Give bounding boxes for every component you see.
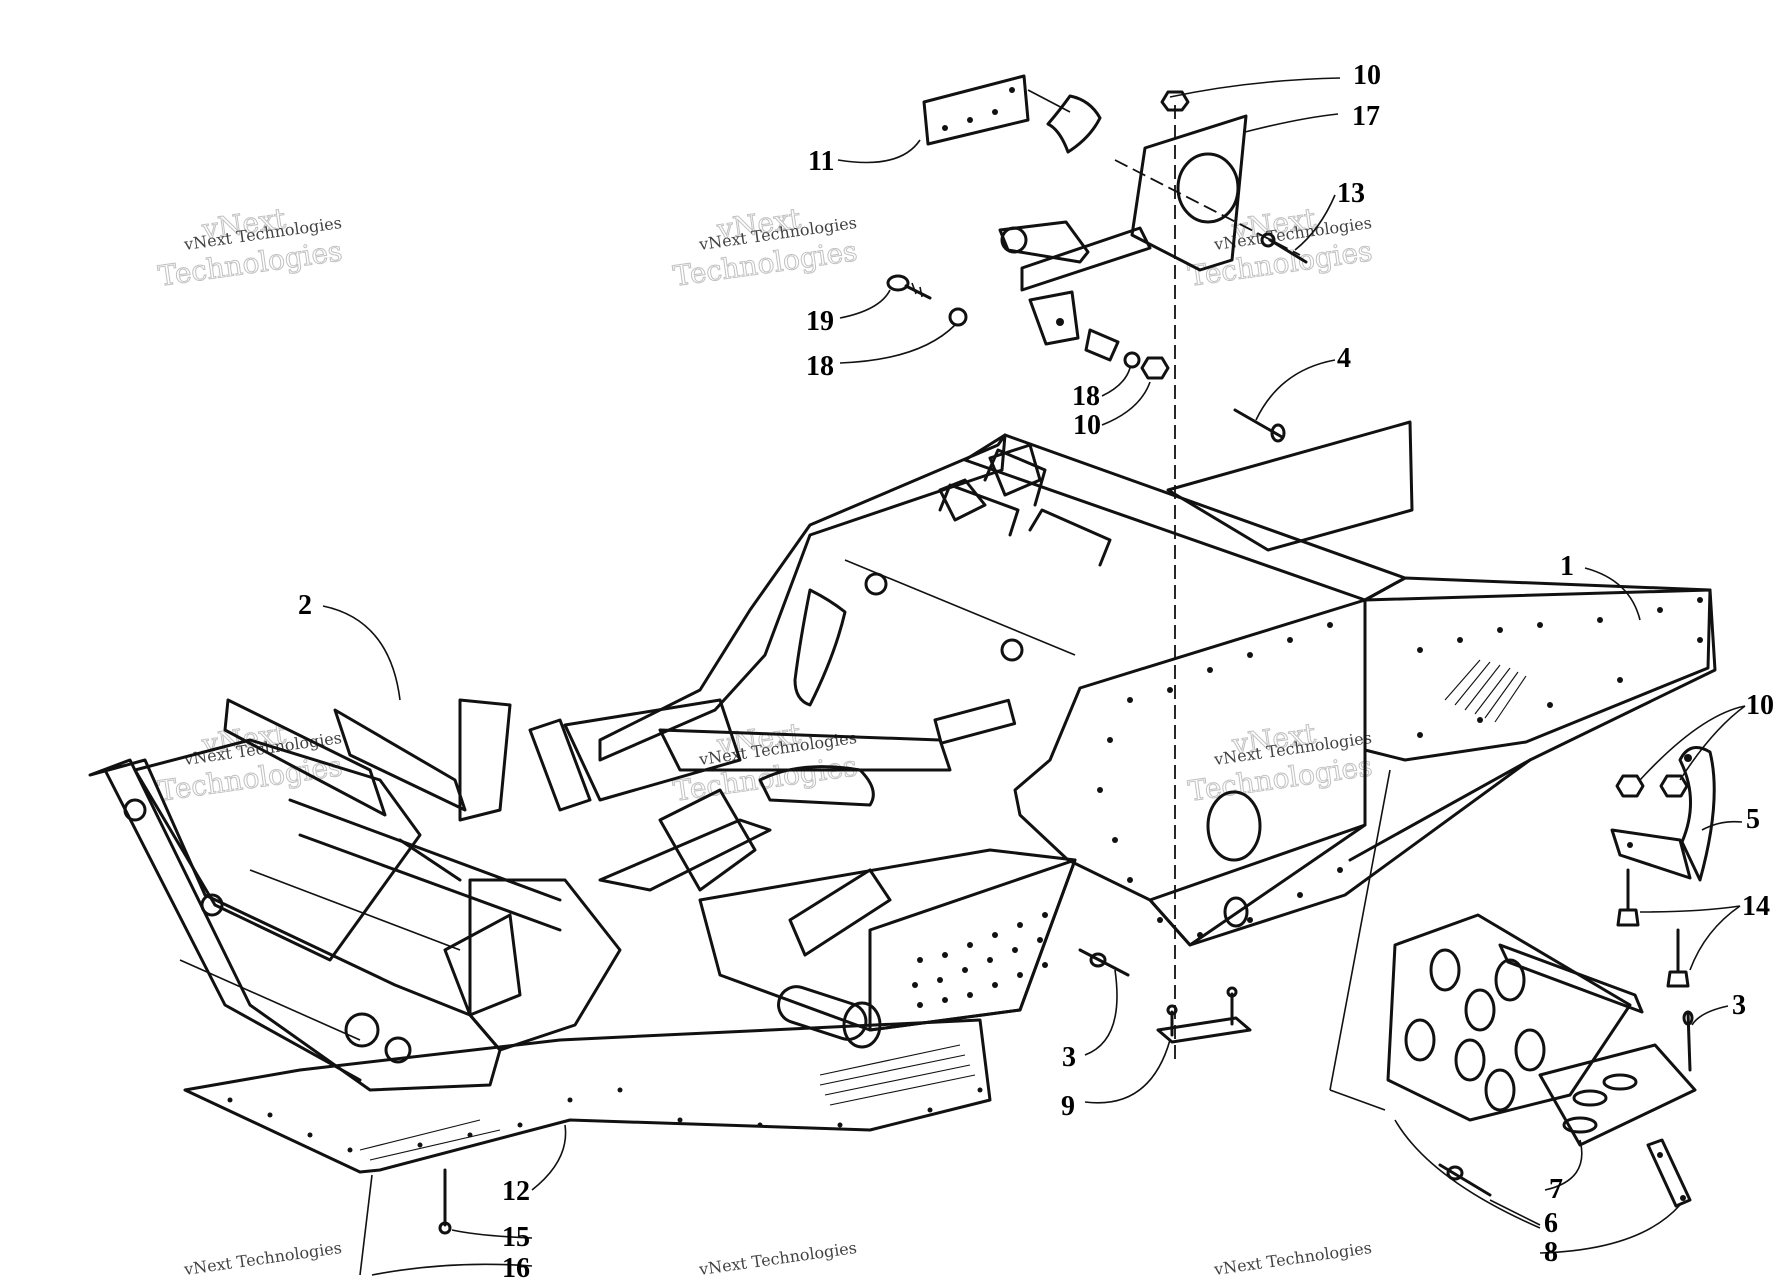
svg-text:vNext Technologies: vNext Technologies <box>1212 1238 1373 1279</box>
callout-15: 15 <box>502 1222 530 1253</box>
bolt-19 <box>886 274 932 300</box>
callout-10: 10 <box>1353 60 1381 91</box>
shim-plate <box>1046 94 1102 154</box>
callout-18: 18 <box>806 351 834 382</box>
nut-10 <box>1140 90 1689 798</box>
callout-2: 2 <box>298 590 312 621</box>
belly-pan <box>183 1018 992 1174</box>
watermark-9: vNext Technologies <box>1212 1238 1373 1279</box>
callout-6: 6 <box>1544 1208 1558 1239</box>
callout-17: 17 <box>1352 101 1380 132</box>
callout-9: 9 <box>1061 1091 1075 1122</box>
watermark-1: vNext vNext Technologies Technologies <box>156 201 345 293</box>
frame-hatching <box>1444 659 1527 723</box>
front-suspension-assembly <box>88 698 1077 1092</box>
rivet-15 <box>438 1168 452 1235</box>
skid-plate-7 <box>1386 913 1697 1147</box>
callout-4: 4 <box>1337 343 1351 374</box>
leader-lines <box>322 77 1746 1276</box>
strap-8 <box>1646 1138 1692 1208</box>
callout-12: 12 <box>502 1176 530 1207</box>
steering-support-bracket <box>998 114 1248 362</box>
watermark-2: vNext vNext Technologies Technologies <box>671 201 860 293</box>
frame-handle <box>938 448 1112 567</box>
watermarks: vNext vNext Technologies Technologies vN… <box>156 201 1375 1279</box>
callout-19: 19 <box>806 306 834 337</box>
callout-11: 11 <box>808 146 834 177</box>
main-frame <box>598 420 1717 947</box>
callout-10: 10 <box>1746 690 1774 721</box>
mount-plate-9 <box>1156 986 1252 1044</box>
callout-18: 18 <box>1072 381 1100 412</box>
callout-3: 3 <box>1732 990 1746 1021</box>
pin-6 <box>1438 1163 1492 1197</box>
watermark-5: vNext vNext Technologies Technologies <box>671 716 860 808</box>
callout-10: 10 <box>1073 410 1101 441</box>
svg-text:vNext Technologies: vNext Technologies <box>697 1238 858 1279</box>
callout-13: 13 <box>1337 178 1365 209</box>
callout-7: 7 <box>1549 1174 1563 1205</box>
washer-18 <box>948 307 1141 369</box>
front-bumper-plate <box>868 858 1077 1032</box>
watermark-6: vNext vNext Technologies Technologies <box>1186 716 1375 808</box>
callout-8: 8 <box>1544 1237 1558 1268</box>
frame-holes <box>1097 597 1703 938</box>
callout-5: 5 <box>1746 804 1760 835</box>
pin-4 <box>1233 408 1286 443</box>
watermark-7: vNext Technologies <box>182 1238 343 1279</box>
callout-14: 14 <box>1742 891 1770 922</box>
watermark-8: vNext Technologies <box>697 1238 858 1279</box>
callout-16: 16 <box>502 1253 530 1280</box>
callout-1: 1 <box>1560 551 1574 582</box>
bracket-5 <box>1610 746 1716 882</box>
bolt-14 <box>1616 868 1690 988</box>
pin-3 <box>1078 948 1694 1072</box>
callout-3: 3 <box>1062 1042 1076 1073</box>
callout-labels: 10 17 11 13 19 18 4 18 10 1 2 10 5 14 3 … <box>298 60 1774 1280</box>
svg-text:vNext Technologies: vNext Technologies <box>182 1238 343 1279</box>
mount-plate-11 <box>922 74 1071 146</box>
